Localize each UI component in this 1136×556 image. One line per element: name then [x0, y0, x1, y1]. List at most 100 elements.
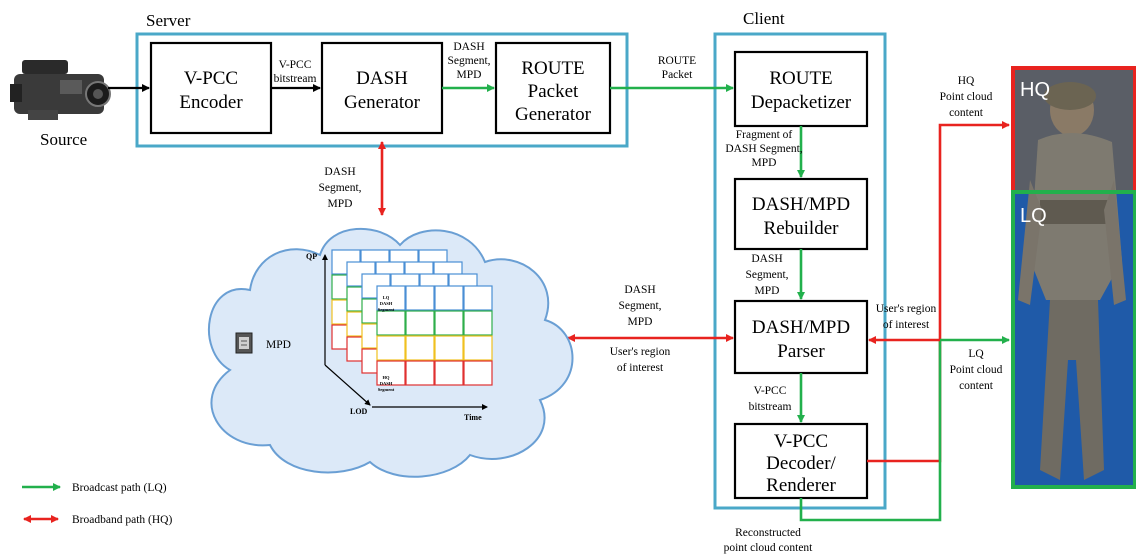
dash-segment-cell: [376, 335, 406, 361]
label-hq-content-2: Point cloud: [940, 91, 993, 103]
label-fragment-2: DASH Segment,: [725, 143, 802, 155]
parser-line2: Parser: [777, 341, 825, 362]
server-title: Server: [146, 11, 191, 30]
label-dash-client-1: DASH: [751, 253, 782, 265]
source-label: Source: [40, 130, 87, 149]
dash-generator-block: DASH Generator: [320, 41, 444, 135]
label-dash-client-3: MPD: [755, 285, 780, 297]
label-lq-content-3: content: [959, 380, 994, 392]
label-vpcc-bitstream-client-1: V-PCC: [754, 385, 787, 397]
legend-broadband-label: Broadband path (HQ): [72, 514, 172, 526]
decoder-line2: Decoder/: [766, 453, 836, 474]
lq-segment-tag: LQ DASH Segment: [378, 295, 395, 312]
hq-tag-1: HQ: [382, 375, 390, 380]
dash-mpd-rebuilder-block: DASH/MPD Rebuilder: [733, 177, 869, 251]
route-depacketizer-line1: ROUTE: [769, 68, 832, 89]
dash-generator-line2: Generator: [344, 92, 421, 113]
label-lq-content-1: LQ: [968, 348, 984, 360]
label-fragment-3: MPD: [752, 157, 777, 169]
label-dash-top-3: MPD: [457, 69, 482, 81]
mpd-document-icon: [235, 332, 253, 354]
cloud-mpd-label: MPD: [266, 339, 291, 351]
legend: Broadcast path (LQ) Broadband path (HQ): [22, 482, 172, 526]
label-dash-client-2: Segment,: [745, 269, 788, 281]
video-camera-icon: [10, 60, 111, 120]
label-dash-top-1: DASH: [453, 41, 484, 53]
parser-line1: DASH/MPD: [752, 317, 850, 338]
dash-segment-cell: [463, 335, 493, 361]
label-vpcc-bitstream-client-2: bitstream: [749, 401, 792, 413]
axis-qp-label: QP: [306, 252, 317, 261]
label-hq-content-3: content: [949, 107, 984, 119]
label-hq-content-1: HQ: [958, 75, 975, 87]
path-lq-render: [799, 340, 942, 522]
label-vpcc-bitstream-top-2: bitstream: [274, 73, 317, 85]
label-roi-mid-2: of interest: [617, 362, 664, 374]
dash-segment-cell: [434, 360, 464, 386]
route-generator-line2: Packet: [528, 81, 579, 102]
route-generator-line1: ROUTE: [521, 58, 584, 79]
route-generator-line3: Generator: [515, 104, 592, 125]
hq-segment-tag: HQ DASH Segment: [378, 375, 395, 392]
decoder-line1: V-PCC: [774, 431, 828, 452]
route-depacketizer-block: ROUTE Depacketizer: [733, 50, 869, 128]
lq-tag-1: LQ: [383, 295, 390, 300]
panel-hq-tag: HQ: [1020, 79, 1050, 101]
label-route-packet-1: ROUTE: [658, 55, 696, 67]
route-depacketizer-line2: Depacketizer: [751, 92, 852, 113]
lq-tag-2: DASH: [380, 301, 393, 306]
dash-segment-cell: [463, 310, 493, 336]
label-dash-server-3: MPD: [328, 198, 353, 210]
label-roi-right-1: User's region: [876, 303, 937, 315]
label-dash-mid-1: DASH: [624, 284, 655, 296]
dash-generator-line1: DASH: [356, 68, 408, 89]
dash-segment-cell: [376, 310, 406, 336]
hq-tag-2: DASH: [380, 381, 393, 386]
dash-segment-cell: [434, 310, 464, 336]
dash-segment-cell: [405, 310, 435, 336]
label-reconstructed-2: point cloud content: [724, 542, 814, 554]
label-dash-mid-3: MPD: [628, 316, 653, 328]
dash-segment-cell: [405, 360, 435, 386]
label-dash-top-2: Segment,: [447, 55, 490, 67]
dash-segment-cell: [405, 335, 435, 361]
route-packet-generator-block: ROUTE Packet Generator: [494, 41, 612, 135]
vpcc-decoder-renderer-block: V-PCC Decoder/ Renderer: [733, 422, 869, 500]
client-title: Client: [743, 9, 785, 28]
label-dash-server-1: DASH: [324, 166, 355, 178]
dash-segment-cell: [405, 285, 435, 311]
label-dash-server-2: Segment,: [318, 182, 361, 194]
segment-grid: [331, 249, 493, 386]
label-lq-content-2: Point cloud: [950, 364, 1003, 376]
path-hq-render: [867, 121, 1010, 463]
dash-segment-cell: [434, 285, 464, 311]
lq-tag-3: Segment: [378, 307, 395, 312]
panel-lq-tag: LQ: [1020, 205, 1047, 227]
label-roi-right-2: of interest: [883, 319, 930, 331]
point-cloud-soldier-image: [1011, 66, 1136, 489]
label-vpcc-bitstream-top-1: V-PCC: [279, 59, 312, 71]
vpcc-encoder-block: V-PCC Encoder: [149, 41, 273, 135]
decoder-line3: Renderer: [766, 475, 836, 496]
label-roi-mid-1: User's region: [610, 346, 671, 358]
dash-mpd-parser-block: DASH/MPD Parser: [733, 299, 869, 375]
legend-broadcast-label: Broadcast path (LQ): [72, 482, 167, 494]
dash-segment-cell: [463, 285, 493, 311]
axis-time-label: Time: [464, 413, 482, 422]
hq-tag-3: Segment: [378, 387, 395, 392]
vpcc-encoder-line1: V-PCC: [184, 68, 238, 89]
label-reconstructed-1: Reconstructed: [735, 527, 801, 539]
dash-segment-cell: [463, 360, 493, 386]
dash-segment-cell: [376, 285, 406, 311]
rebuilder-line1: DASH/MPD: [752, 194, 850, 215]
label-dash-mid-2: Segment,: [618, 300, 661, 312]
label-fragment-1: Fragment of: [736, 129, 793, 141]
rebuilder-line2: Rebuilder: [764, 218, 840, 239]
axis-lod-label: LOD: [350, 407, 368, 416]
dash-segment-cell: [434, 335, 464, 361]
axis-lod: [324, 364, 371, 406]
dash-segment-cell: [376, 360, 406, 386]
label-route-packet-2: Packet: [662, 69, 693, 81]
vpcc-encoder-line2: Encoder: [179, 92, 243, 113]
